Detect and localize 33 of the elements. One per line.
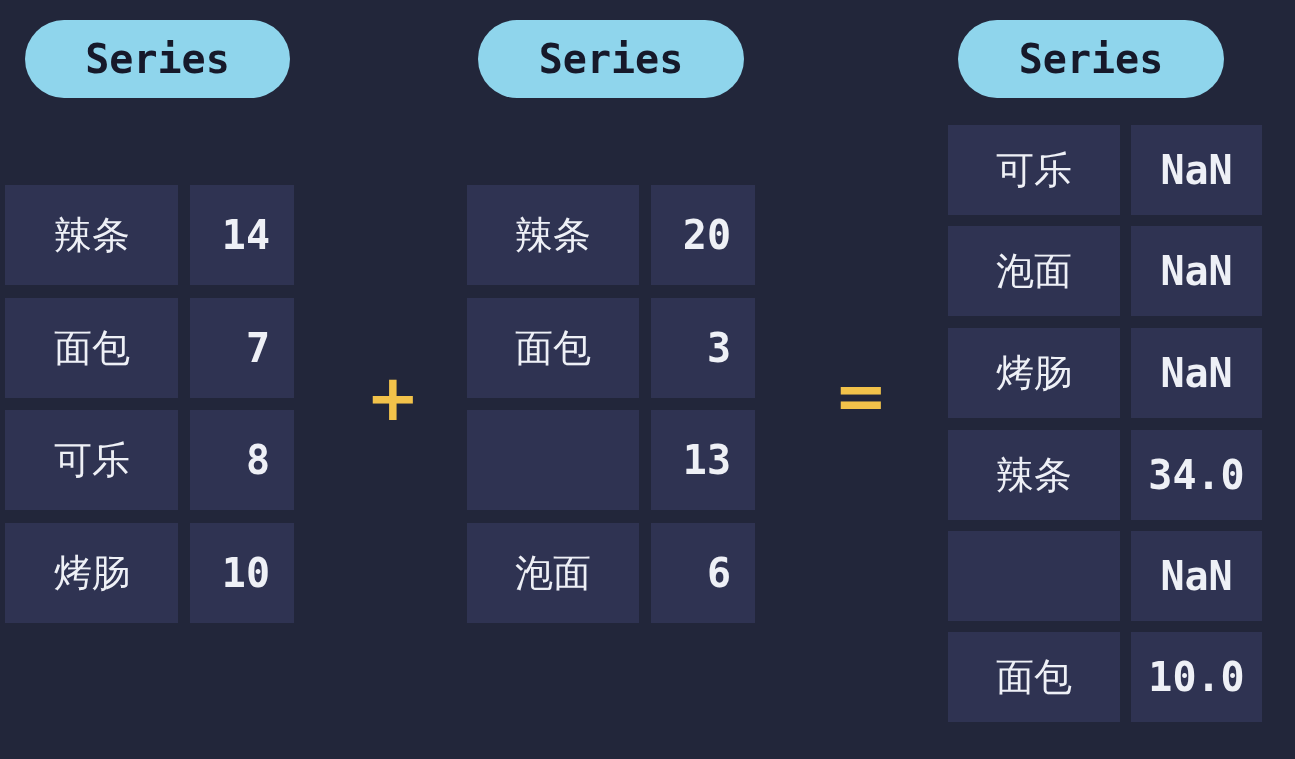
table-cell: 14	[190, 185, 294, 285]
table-cell: 辣条	[5, 185, 178, 285]
table-cell: 烤肠	[5, 523, 178, 623]
series-label: Series	[25, 20, 290, 98]
table-cell: 烤肠	[948, 328, 1120, 418]
table-cell: 10	[190, 523, 294, 623]
table-cell: 34.0	[1131, 430, 1262, 520]
table-cell: 可乐	[5, 410, 178, 510]
series-label: Series	[958, 20, 1224, 98]
table-cell: NaN	[1131, 226, 1262, 316]
table-cell: NaN	[1131, 125, 1262, 215]
table-cell: 20	[651, 185, 755, 285]
table-cell: 泡面	[467, 523, 639, 623]
equals-sign: =	[834, 364, 888, 428]
table-cell	[948, 531, 1120, 621]
table-cell: 10.0	[1131, 632, 1262, 722]
table-cell: 3	[651, 298, 755, 398]
table-cell: 泡面	[948, 226, 1120, 316]
plus-sign: +	[366, 366, 420, 430]
table-cell: 辣条	[948, 430, 1120, 520]
table-cell: 8	[190, 410, 294, 510]
table-cell: 7	[190, 298, 294, 398]
table-cell: 13	[651, 410, 755, 510]
table-cell: NaN	[1131, 531, 1262, 621]
table-cell: 面包	[5, 298, 178, 398]
table-cell: 面包	[948, 632, 1120, 722]
table-cell: 6	[651, 523, 755, 623]
table-cell: 面包	[467, 298, 639, 398]
series-label: Series	[478, 20, 744, 98]
table-cell	[467, 410, 639, 510]
table-cell: 辣条	[467, 185, 639, 285]
table-cell: NaN	[1131, 328, 1262, 418]
table-cell: 可乐	[948, 125, 1120, 215]
